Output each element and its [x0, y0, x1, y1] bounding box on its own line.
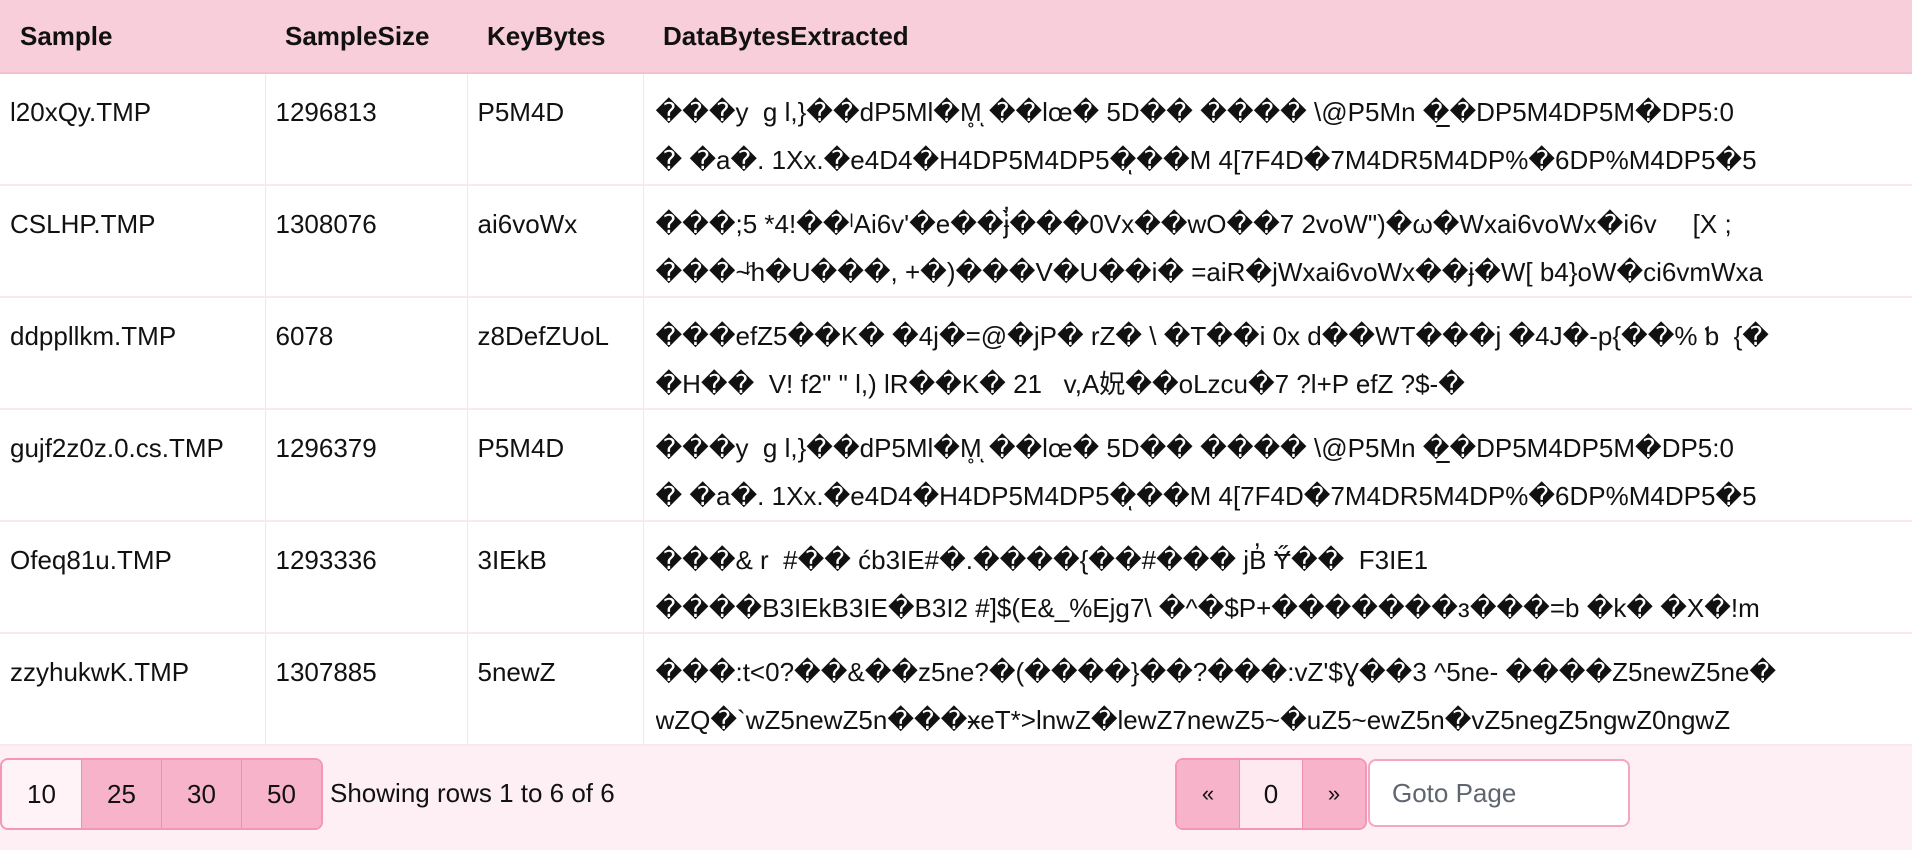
page-size-50-button[interactable]: 50 — [241, 760, 321, 828]
cell-sample-size: 1293336 — [265, 521, 468, 634]
data-bytes-line: ���~ͪh�U���, +�)���V�U��i� =aiR�jWxai6vo… — [655, 257, 1764, 287]
data-bytes-line: � �a�. 1Xx.�e4D4�H4DP5M4DP5�ͅ��M 4[7F4D�… — [655, 481, 1757, 511]
data-bytes-line: ���& r #�� ćb3IE#�.����{��#��� jB̓ Ɏ̋�� … — [655, 545, 1429, 575]
cell-data-bytes-extracted: ���;5 *4!��ˡAi6v'�e��ɉ̓̀���0Vx��wO��7 2v… — [643, 185, 1912, 298]
table-header-row: Sample SampleSize KeyBytes DataBytesExtr… — [0, 0, 1912, 74]
cell-data-bytes-extracted: ���efZ5��K� �4j�=@�jP� rZ� \ �T��i 0x d�… — [643, 297, 1912, 410]
data-bytes-line: �H�� V! f2" " l,) lR��K� 21 v,A㚾��oLzcu�… — [655, 369, 1465, 399]
column-header-samplesize[interactable]: SampleSize — [265, 0, 467, 74]
cell-sample: CSLHP.TMP — [0, 185, 266, 298]
previous-page-button[interactable]: « — [1177, 760, 1239, 828]
rows-info-text: Showing rows 1 to 6 of 6 — [330, 778, 615, 808]
cell-sample: zzyhukwK.TMP — [0, 633, 266, 746]
cell-sample-size: 1296813 — [265, 73, 468, 186]
cell-key-bytes: 5newZ — [467, 633, 644, 746]
data-bytes-line: ���:t<0?��&��z5ne?�(����}��?���:vZ'$Ɣ��3… — [655, 657, 1777, 687]
page-size-selector: 10 25 30 50 — [0, 758, 323, 830]
cell-key-bytes: z8DefZUoL — [467, 297, 644, 410]
cell-data-bytes-extracted: ���& r #�� ćb3IE#�.����{��#��� jB̓ Ɏ̋�� … — [643, 521, 1912, 634]
data-bytes-line: ���efZ5��K� �4j�=@�jP� rZ� \ �T��i 0x d�… — [655, 321, 1769, 351]
current-page-indicator[interactable]: 0 — [1239, 760, 1303, 828]
column-header-keybytes[interactable]: KeyBytes — [467, 0, 643, 74]
cell-key-bytes: P5M4D — [467, 73, 644, 186]
samples-table: Sample SampleSize KeyBytes DataBytesExtr… — [0, 0, 1912, 746]
cell-sample-size: 1307885 — [265, 633, 468, 746]
cell-sample-size: 1308076 — [265, 185, 468, 298]
data-bytes-line: ���y g l,}��dP5Ml�M̥ͅ ��lœ� 5D�� ���� \@… — [655, 433, 1734, 463]
next-page-button[interactable]: » — [1303, 760, 1365, 828]
data-bytes-line: ���;5 *4!��ˡAi6v'�e��ɉ̓̀���0Vx��wO��7 2v… — [655, 209, 1732, 239]
cell-key-bytes: 3IEkB — [467, 521, 644, 634]
cell-sample-size: 6078 — [265, 297, 468, 410]
cell-sample: Ofeq81u.TMP — [0, 521, 266, 634]
column-header-sample[interactable]: Sample — [0, 0, 265, 74]
cell-sample: l20xQy.TMP — [0, 73, 266, 186]
cell-sample: gujf2z0z.0.cs.TMP — [0, 409, 266, 522]
page-size-30-button[interactable]: 30 — [161, 760, 241, 828]
cell-data-bytes-extracted: ���:t<0?��&��z5ne?�(����}��?���:vZ'$Ɣ��3… — [643, 633, 1912, 746]
goto-page-input[interactable] — [1368, 759, 1630, 827]
data-bytes-line: � �a�. 1Xx.�e4D4�H4DP5M4DP5�ͅ��M 4[7F4D�… — [655, 145, 1757, 175]
cell-data-bytes-extracted: ���y g l,}��dP5Ml�M̥ͅ ��lœ� 5D�� ���� \@… — [643, 409, 1912, 522]
cell-sample-size: 1296379 — [265, 409, 468, 522]
page-size-10-button[interactable]: 10 — [2, 760, 81, 828]
data-bytes-line: wZQ�`wZ5newZ5n���ӿeT*>lnwZ�lewZ7newZ5~�u… — [655, 705, 1731, 735]
data-bytes-line: ����B3IEkB3IE�B3I2 #]$(E&_%Ejg7\ �^�$P+�… — [655, 593, 1760, 623]
data-bytes-line: ���y g l,}��dP5Ml�M̥ͅ ��lœ� 5D�� ���� \@… — [655, 97, 1734, 127]
table-footer: 10 25 30 50 Showing rows 1 to 6 of 6 « 0… — [0, 758, 1912, 830]
cell-key-bytes: ai6voWx — [467, 185, 644, 298]
pagination: « 0 » — [1175, 758, 1367, 830]
column-header-databytesextracted[interactable]: DataBytesExtracted — [643, 0, 1912, 74]
cell-data-bytes-extracted: ���y g l,}��dP5Ml�M̥ͅ ��lœ� 5D�� ���� \@… — [643, 73, 1912, 186]
cell-key-bytes: P5M4D — [467, 409, 644, 522]
cell-sample: ddppllkm.TMP — [0, 297, 266, 410]
page-size-25-button[interactable]: 25 — [81, 760, 161, 828]
